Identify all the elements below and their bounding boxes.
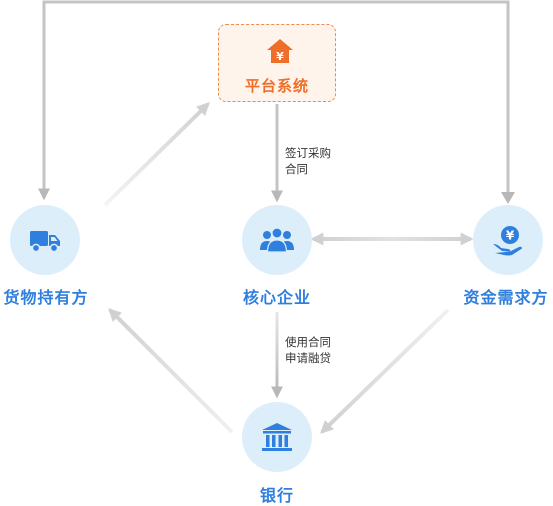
goods-holder-label: 货物持有方 [3,288,89,307]
edge-label-sign-contract: 签订采购 合同 [285,145,331,177]
edge-label-use-contract-line1: 使用合同 [285,335,331,349]
hand-yen-coin-icon: ¥ [493,226,522,256]
edge-label-use-contract-line2: 申请融贷 [285,351,331,365]
arrow-fund-to-bank [320,308,450,434]
goods-holder-node [10,205,80,275]
bank-node [242,402,312,472]
people-group-icon [260,227,294,253]
platform-label: 平台系统 [244,77,309,95]
arrow-bank-to-goods [108,308,234,434]
core-enterprise-node [242,205,312,275]
bank-building-icon [262,423,292,451]
edge-label-use-contract: 使用合同 申请融贷 [285,334,331,366]
truck-icon [30,231,60,253]
svg-text:¥: ¥ [276,50,284,63]
edge-label-sign-contract-line1: 签订采购 [285,146,331,160]
platform-system-node: ¥ 平台系统 [218,24,336,102]
core-enterprise-label: 核心企业 [242,288,311,307]
fund-demander-label: 资金需求方 [463,288,549,307]
edge-label-sign-contract-line2: 合同 [285,162,308,176]
arrow-top-frame [38,0,510,201]
fund-demander-node: ¥ [473,205,543,275]
arrow-goods-to-platform [103,102,210,207]
svg-text:¥: ¥ [506,229,515,243]
bank-label: 银行 [259,486,294,505]
arrow-top-frame-into-fund [501,192,515,204]
house-yen-icon: ¥ [267,39,293,63]
